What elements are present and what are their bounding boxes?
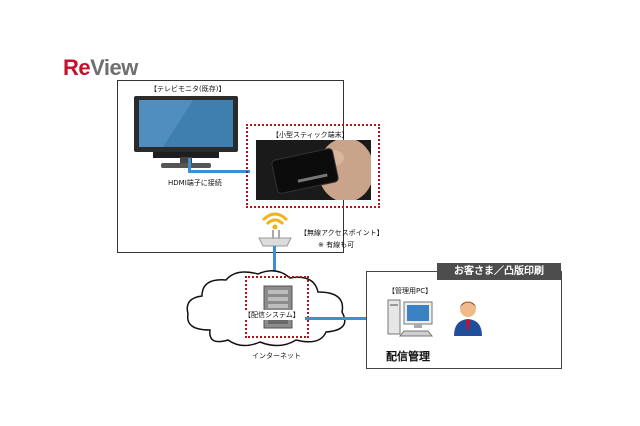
server-pc-cable	[305, 317, 385, 320]
hdmi-cable-horizontal	[188, 170, 250, 173]
logo-view: View	[90, 55, 138, 80]
logo-re: Re	[63, 55, 91, 80]
stick-pc-label: 【小型スティック端末】	[272, 131, 349, 139]
hdmi-label: HDMI端子に接続	[168, 179, 222, 187]
router-server-cable	[273, 246, 276, 278]
review-logo: ReView	[63, 55, 138, 81]
tv-monitor-label: 【テレビモニタ(既存)】	[150, 85, 226, 93]
wireless-ap-label: 【無線アクセスポイント】	[300, 229, 384, 237]
stick-pc-frame	[246, 124, 380, 208]
desktop-pc-icon	[387, 299, 434, 337]
distribution-system-label: 【配信システム】	[243, 310, 301, 320]
hdmi-cable-vertical	[188, 158, 191, 172]
wifi-router-icon	[258, 212, 292, 247]
stick-pc-icon	[256, 140, 371, 200]
tv-monitor-icon	[134, 96, 238, 168]
internet-label: インターネット	[252, 352, 301, 360]
server-icon	[263, 285, 293, 329]
distribution-management-label: 配信管理	[386, 350, 430, 363]
distribution-system-frame	[245, 276, 309, 338]
user-avatar-icon	[454, 301, 482, 336]
customer-badge: お客さま／凸版印刷	[437, 263, 561, 280]
admin-pc-label: 【管理用PC】	[388, 287, 433, 295]
wired-ok-note: ※ 有線も可	[318, 241, 355, 249]
